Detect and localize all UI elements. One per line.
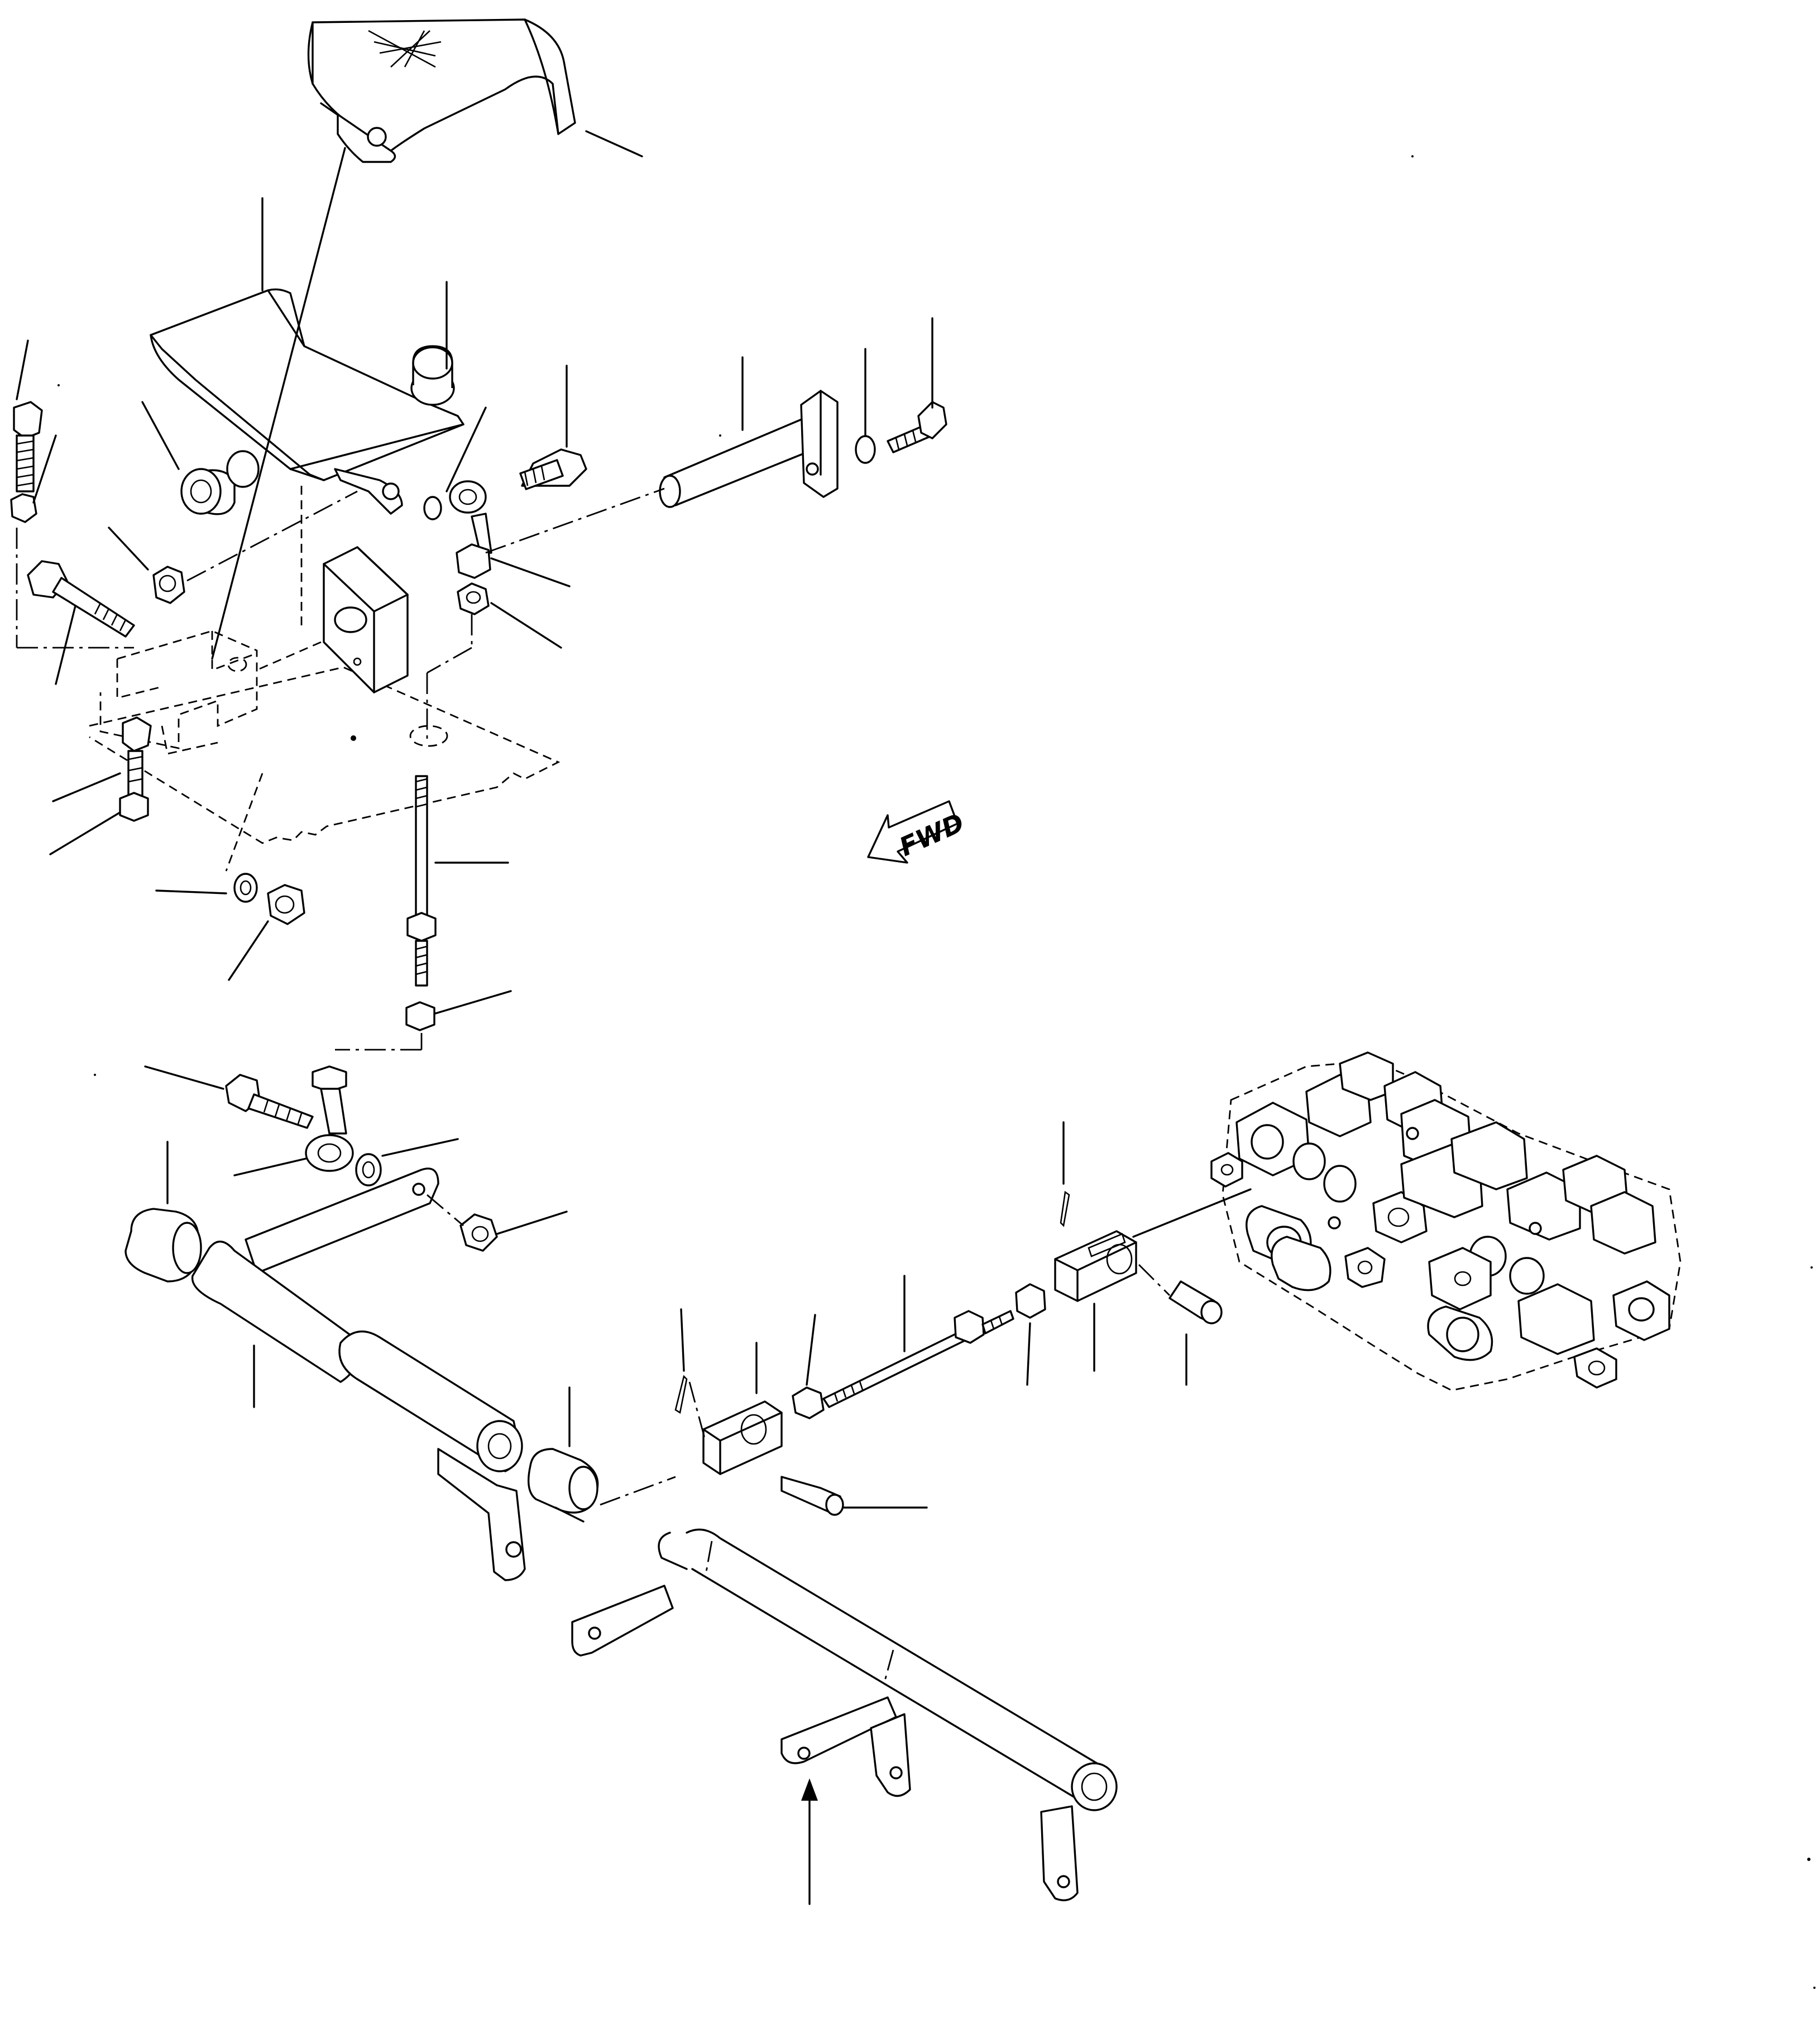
lower-nut xyxy=(427,1194,568,1252)
clevis-jam-nut xyxy=(792,1314,825,1419)
upper-jam-nut xyxy=(426,582,562,743)
pedal-nut xyxy=(108,490,358,604)
pedal-plate xyxy=(150,197,464,631)
long-bolt xyxy=(27,560,135,685)
pivot-pin xyxy=(485,356,839,554)
forward-direction-indicator: FWD xyxy=(867,800,969,864)
left-nut xyxy=(228,884,305,981)
control-valve-assembly xyxy=(1210,1051,1682,1391)
pin-retaining-bolt xyxy=(887,317,947,453)
pedal-bushing-right xyxy=(410,281,455,406)
scan-specks xyxy=(58,155,1816,1989)
shaft-bushing-right xyxy=(527,1386,599,1523)
cover-hatch-pattern xyxy=(368,30,442,68)
pin-washer xyxy=(855,348,876,464)
pedal-cover xyxy=(307,18,643,163)
left-washer xyxy=(155,773,264,903)
pedal-bushing-left xyxy=(141,401,260,515)
cross-shaft-tube xyxy=(191,1241,526,1581)
clevis-pin-left xyxy=(780,1476,928,1516)
mounting-bracket xyxy=(99,147,346,755)
threaded-link-rod xyxy=(406,775,509,987)
pivot-block xyxy=(256,546,409,693)
lower-bolt xyxy=(144,1065,314,1129)
main-cross-tube xyxy=(571,1476,1118,1905)
clevis-left xyxy=(674,1308,783,1475)
bracket-bolt xyxy=(49,716,152,855)
clevis-right xyxy=(1054,1121,1137,1372)
control-rod xyxy=(822,1275,1014,1408)
lower-rod-end xyxy=(233,1065,354,1176)
lower-washer xyxy=(355,1138,459,1187)
lower-arm-link xyxy=(245,1168,439,1274)
clevis-pin-right xyxy=(1138,1264,1223,1386)
left-bolt xyxy=(10,339,134,649)
valve-connection-line xyxy=(1132,1188,1252,1238)
upper-rod-end xyxy=(423,406,571,587)
rod-end-bolt xyxy=(519,365,587,490)
shaft-bushing-left xyxy=(124,1141,202,1283)
lower-jam-nut xyxy=(335,990,512,1051)
floor-plate xyxy=(89,666,561,844)
rod-jam-nut-right xyxy=(1015,1283,1046,1386)
